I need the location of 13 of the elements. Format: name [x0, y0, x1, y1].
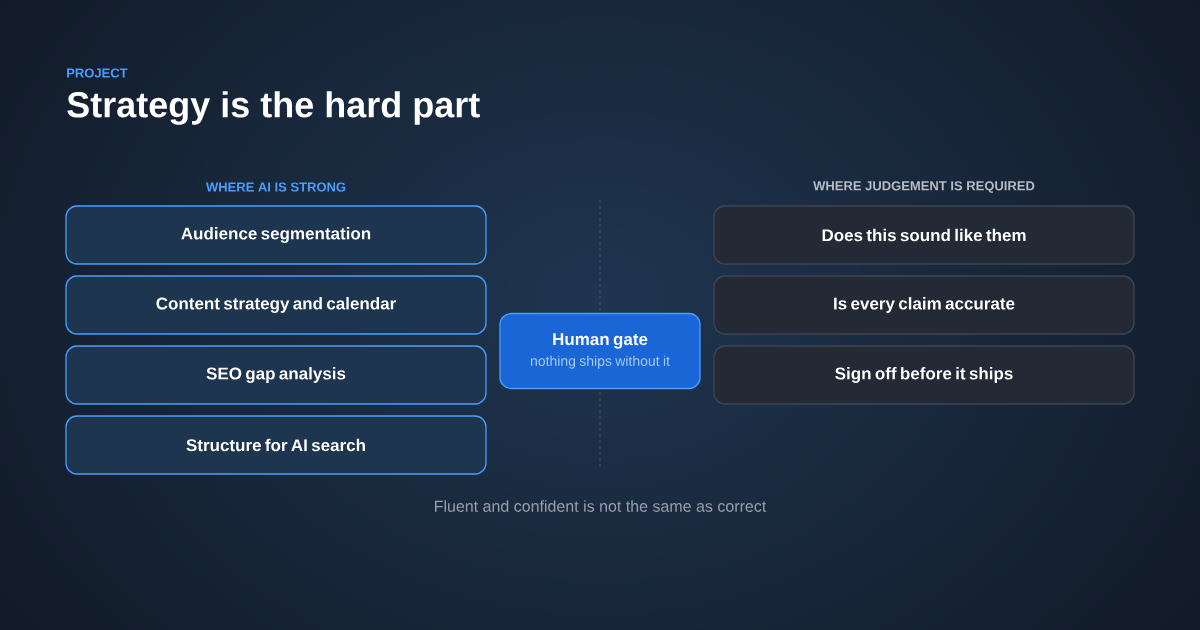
process-box: Structure for AI search: [65, 415, 487, 475]
caption: Fluent and confident is not the same as correct: [435, 500, 767, 512]
process-box: Content strategy and calendar: [65, 275, 487, 335]
question-box: Does this sound like them: [713, 205, 1135, 265]
question-box: Sign off before it ships: [713, 345, 1135, 405]
question-box: Is every claim accurate: [713, 275, 1135, 335]
gate-box: Human gate nothing ships without it: [499, 312, 701, 390]
process-box: SEO gap analysis: [65, 345, 487, 405]
column-heading: WHERE JUDGEMENT IS REQUIRED: [813, 181, 1035, 193]
title: Strategy is the hard part: [67, 91, 480, 125]
process-box: Audience segmentation: [65, 205, 487, 265]
column-heading: WHERE AI IS STRONG: [205, 182, 346, 192]
section-label: PROJECT: [67, 68, 128, 78]
